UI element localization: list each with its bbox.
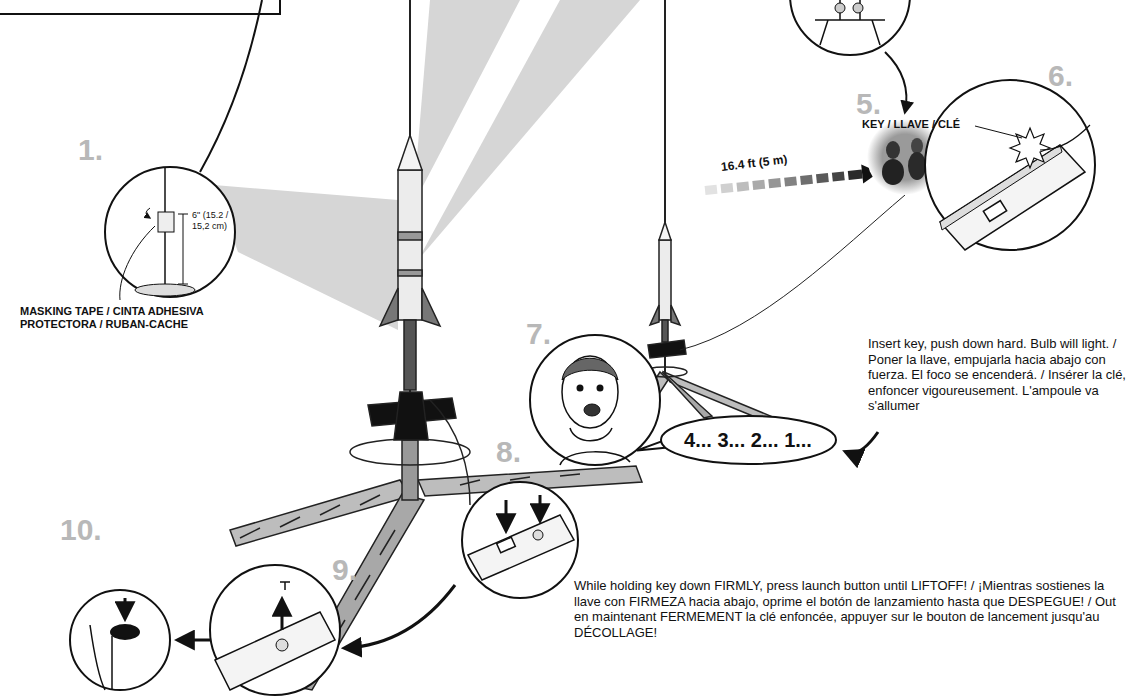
callout-number: 1. (78, 132, 103, 168)
callout-circle-7 (530, 335, 660, 465)
dimension-label: 6" (15.2 / 15,2 cm) (192, 210, 236, 232)
part-label: MASKING TAPE / CINTA ADHESIVA PROTECTORA… (20, 305, 210, 331)
callout-number: 6. (1048, 58, 1073, 94)
callout-circle-6 (925, 80, 1095, 250)
distance-label: 16.4 ft (5 m) (720, 152, 788, 174)
frame-corner (0, 0, 280, 14)
callout-number: 8. (496, 434, 521, 470)
speech-bubble: 4... 3... 2... 1... (659, 414, 838, 466)
part-label: KEY / LLAVE / CLÉ (862, 118, 960, 131)
callout-number: 10. (60, 512, 102, 548)
callout-circle-8 (462, 482, 578, 598)
callout-number: 7. (526, 316, 551, 352)
instruction-note: Insert key, push down hard. Bulb will li… (868, 336, 1126, 414)
view-rays (214, 0, 640, 330)
callout-circle-top (790, 0, 910, 55)
curve-lines (178, 0, 906, 648)
callout-number: 5. (856, 86, 881, 122)
speech-text: 4... 3... 2... 1... (684, 429, 812, 452)
callout-circle-10 (70, 590, 170, 690)
callout-circle-9 (210, 565, 340, 695)
callout-number: 9. (332, 552, 357, 588)
instruction-note: While holding key down FIRMLY, press lau… (574, 578, 1126, 640)
launch-pad-far (616, 0, 905, 446)
callout-circle-1 (105, 167, 235, 300)
